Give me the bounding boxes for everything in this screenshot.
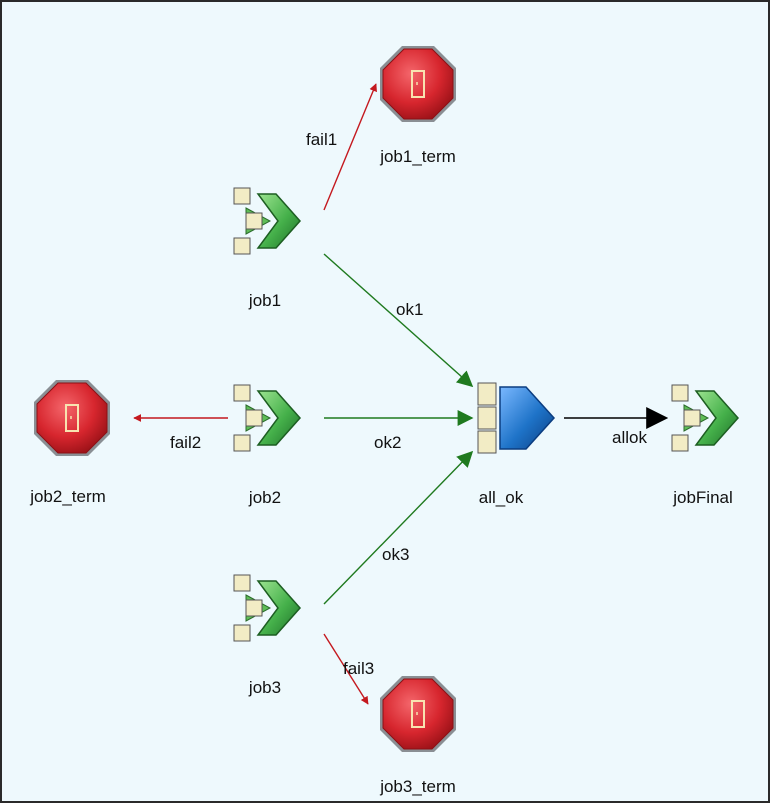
- edge-label-allok: allok: [612, 428, 647, 447]
- edge-label-ok3: ok3: [382, 545, 409, 564]
- edge-label-ok1: ok1: [396, 300, 423, 319]
- edge-fail2[interactable]: fail2: [133, 414, 228, 452]
- edge-ok1[interactable]: ok1: [323, 253, 474, 388]
- node-label-job2_term: job2_term: [29, 487, 106, 506]
- node-job2[interactable]: job2: [233, 384, 301, 507]
- job-arrow-icon: [671, 384, 739, 452]
- edge-label-fail1: fail1: [306, 130, 337, 149]
- node-jobFinal[interactable]: jobFinal: [671, 384, 739, 507]
- node-label-job2: job2: [248, 488, 281, 507]
- edge-fail1[interactable]: fail1: [306, 83, 377, 211]
- edge-ok2[interactable]: ok2: [324, 410, 474, 452]
- node-job3_term[interactable]: job3_term: [379, 675, 457, 796]
- node-job3[interactable]: job3: [233, 574, 301, 697]
- node-label-job3_term: job3_term: [379, 777, 456, 796]
- stop-sign-icon: [379, 675, 457, 753]
- node-all_ok[interactable]: all_ok: [477, 382, 556, 507]
- node-job2_term[interactable]: job2_term: [29, 379, 111, 506]
- node-label-job1: job1: [248, 291, 281, 310]
- job-arrow-icon: [233, 574, 301, 642]
- node-label-all_ok: all_ok: [479, 488, 524, 507]
- node-job1_term[interactable]: job1_term: [379, 45, 457, 166]
- edge-fail3[interactable]: fail3: [323, 633, 374, 705]
- node-label-job1_term: job1_term: [379, 147, 456, 166]
- edge-ok3[interactable]: ok3: [323, 450, 474, 605]
- edge-label-ok2: ok2: [374, 433, 401, 452]
- job-arrow-icon: [233, 384, 301, 452]
- edge-label-fail2: fail2: [170, 433, 201, 452]
- edge-label-fail3: fail3: [343, 659, 374, 678]
- job-arrow-icon: [233, 187, 301, 255]
- node-label-job3: job3: [248, 678, 281, 697]
- stop-sign-icon: [33, 379, 111, 457]
- edge-allok[interactable]: allok: [564, 407, 669, 447]
- stop-sign-icon: [379, 45, 457, 123]
- node-label-jobFinal: jobFinal: [672, 488, 733, 507]
- and-gate-arrow-icon: [477, 382, 556, 454]
- node-job1[interactable]: job1: [233, 187, 301, 310]
